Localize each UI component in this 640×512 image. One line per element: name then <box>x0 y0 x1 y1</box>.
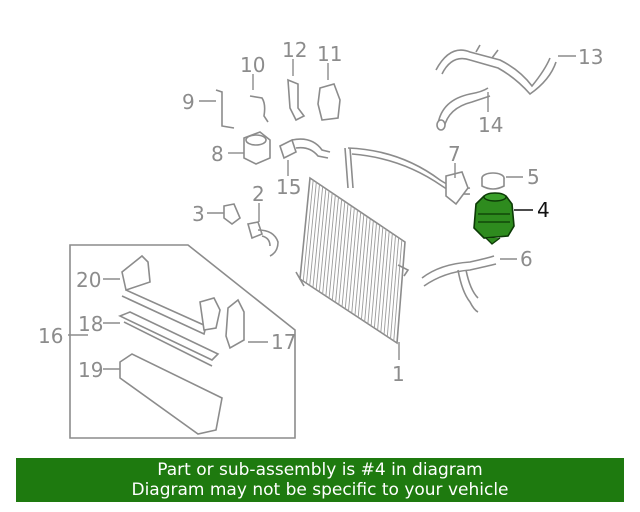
callout-2: 2 <box>252 182 265 206</box>
radiator-fin-line <box>386 235 396 337</box>
hose-part-2[interactable] <box>246 221 279 257</box>
radiator-fin-line <box>306 182 317 284</box>
callout-17: 17 <box>271 330 296 354</box>
radiator-part-1[interactable] <box>295 176 410 345</box>
callout-6: 6 <box>520 247 533 271</box>
callout-14: 14 <box>478 113 503 137</box>
radiator-fin-line <box>373 227 384 329</box>
radiator-fin-line <box>354 214 365 316</box>
valve-part-11[interactable] <box>317 83 341 121</box>
banner-line-1: Part or sub-assembly is #4 in diagram <box>157 460 483 480</box>
callout-5: 5 <box>527 165 540 189</box>
callout-3: 3 <box>192 202 205 226</box>
radiator-fin-line <box>367 222 377 324</box>
callout-7: 7 <box>448 142 461 166</box>
callout-20: 20 <box>76 268 101 292</box>
radiator-fin-line <box>351 212 362 314</box>
bracket-part-12[interactable] <box>287 78 306 122</box>
radiator-fin-line <box>338 203 349 305</box>
hose-part-14[interactable] <box>436 87 491 131</box>
pump-part-8[interactable] <box>243 131 271 165</box>
bracket-part-17[interactable] <box>199 297 245 350</box>
cooler-housing-part-19[interactable] <box>119 353 223 435</box>
radiator-fin-line <box>348 209 358 312</box>
callout-10: 10 <box>240 53 265 77</box>
callout-13: 13 <box>578 45 603 69</box>
radiator-fin-line <box>312 186 324 288</box>
radiator-fin-line <box>357 216 368 318</box>
radiator-fin-line <box>325 195 336 297</box>
callout-15: 15 <box>276 175 301 199</box>
radiator-fin-line <box>360 218 371 320</box>
pipe-part-7[interactable] <box>344 147 471 206</box>
info-banner: Part or sub-assembly is #4 in diagram Di… <box>16 458 624 502</box>
radiator-fin-line <box>341 205 352 307</box>
callout-12: 12 <box>282 38 307 62</box>
radiator-fin-line <box>322 192 333 294</box>
radiator-fin-line <box>393 239 403 341</box>
banner-line-2: Diagram may not be specific to your vehi… <box>131 480 509 500</box>
intercooler-part-18[interactable] <box>118 311 220 367</box>
radiator-fin-line <box>370 224 381 326</box>
radiator-fin-line <box>390 237 400 339</box>
bracket-part-3[interactable] <box>223 203 241 225</box>
callout-19: 19 <box>78 358 103 382</box>
radiator-fin-line <box>380 231 390 333</box>
callout-8: 8 <box>211 142 224 166</box>
pipe-part-15[interactable] <box>279 138 331 160</box>
reservoir-cap-part-5[interactable] <box>481 172 505 190</box>
radiator-fin-line <box>377 229 387 331</box>
callout-4: 4 <box>537 198 550 222</box>
radiator-fin-line <box>344 207 355 309</box>
bracket-part-9[interactable] <box>215 89 235 129</box>
hose-part-6[interactable] <box>421 255 497 313</box>
radiator-fin-line <box>315 188 327 290</box>
coolant-reservoir-part-4[interactable] <box>473 192 515 245</box>
radiator-fin-line <box>318 190 330 292</box>
callout-18: 18 <box>78 312 103 336</box>
callout-11: 11 <box>317 42 342 66</box>
hose-part-13[interactable] <box>435 44 557 96</box>
radiator-fin-line <box>383 233 393 335</box>
callout-1: 1 <box>392 362 405 386</box>
callout-16: 16 <box>38 324 63 348</box>
leader-lines <box>68 55 576 370</box>
radiator-fin-line <box>331 199 343 301</box>
radiator-fin-line <box>335 201 346 303</box>
subassembly-inset-box <box>69 244 296 439</box>
radiator-fin-line <box>364 220 374 322</box>
callout-9: 9 <box>182 90 195 114</box>
bracket-part-10[interactable] <box>249 95 269 123</box>
radiator-fin-line <box>302 180 314 282</box>
radiator-fin-line <box>309 184 320 286</box>
radiator-fin-line <box>328 197 339 299</box>
